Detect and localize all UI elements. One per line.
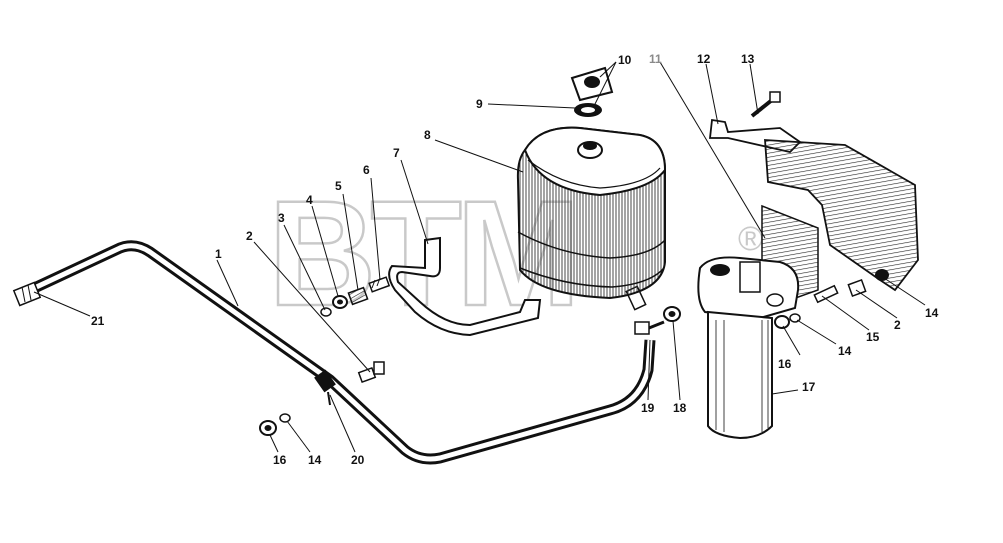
callout-16: 16 xyxy=(273,453,287,467)
nut-washer-bottom-left xyxy=(259,413,291,436)
hose-end-fitting xyxy=(12,281,42,307)
callout-13: 13 xyxy=(741,52,755,66)
fasteners-right xyxy=(774,269,889,329)
callout-15: 15 xyxy=(866,330,880,344)
callout-8: 8 xyxy=(424,128,431,142)
callout-16: 16 xyxy=(778,357,792,371)
callout-4: 4 xyxy=(306,193,313,207)
watermark: BTM ® xyxy=(267,168,763,339)
bolt-13 xyxy=(750,91,781,118)
callout-21: 21 xyxy=(91,314,105,328)
washer-3 xyxy=(320,307,332,317)
callout-14: 14 xyxy=(838,344,852,358)
hose-long xyxy=(27,240,656,465)
pin-6 xyxy=(368,276,391,293)
callout-5: 5 xyxy=(335,179,342,193)
tank-strap xyxy=(388,236,542,337)
callout-7: 7 xyxy=(393,146,400,160)
hose-clamp xyxy=(314,369,336,406)
callout-labels: 1 2 2 3 4 5 6 7 8 9 10 11 12 13 14 14 14… xyxy=(91,52,939,467)
callout-11: 11 xyxy=(649,52,662,66)
callout-19: 19 xyxy=(641,401,655,415)
callout-1: 1 xyxy=(215,247,222,261)
callout-20: 20 xyxy=(351,453,365,467)
tank-cap xyxy=(570,66,614,117)
filter-canister xyxy=(707,310,773,440)
reservoir-tank xyxy=(516,126,667,300)
callout-17: 17 xyxy=(802,380,816,394)
leader-lines xyxy=(33,61,926,453)
callout-18: 18 xyxy=(673,401,687,415)
callout-12: 12 xyxy=(697,52,711,66)
callout-3: 3 xyxy=(278,211,285,225)
callout-6: 6 xyxy=(363,163,370,177)
bolt-2-left xyxy=(357,361,385,384)
small-hardware-group xyxy=(320,276,391,317)
nut-18 xyxy=(663,306,681,322)
watermark-registered-mark: ® xyxy=(738,220,763,258)
filter-head xyxy=(697,256,800,320)
callout-10: 10 xyxy=(618,53,632,67)
callout-2: 2 xyxy=(246,229,253,243)
callout-2: 2 xyxy=(894,318,901,332)
callout-9: 9 xyxy=(476,97,483,111)
spring-5 xyxy=(347,286,369,306)
callout-14: 14 xyxy=(308,453,322,467)
callout-14: 14 xyxy=(925,306,939,320)
